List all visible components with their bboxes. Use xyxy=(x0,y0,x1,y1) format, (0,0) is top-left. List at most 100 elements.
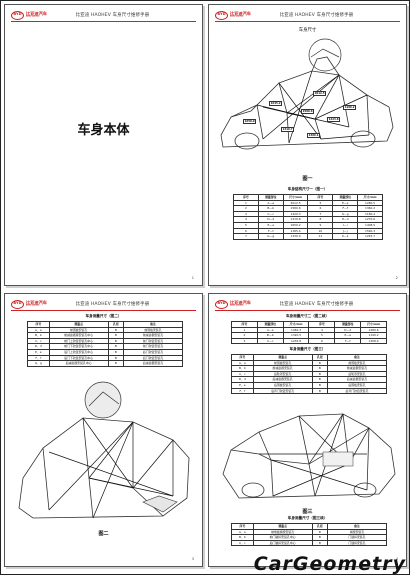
table-cell: G、g xyxy=(27,360,50,367)
table-title: 车身测量尺寸（图三） xyxy=(289,347,326,351)
table-cell: 备注 xyxy=(123,321,183,328)
byd-logo: BYD 比亚迪汽车 BYD AUTO xyxy=(11,299,47,309)
logo-chinese-text: 比亚迪汽车 xyxy=(26,299,47,305)
table-title: 车身结构尺寸一（图一） xyxy=(287,187,328,191)
table-cell: 尺寸/mm xyxy=(360,321,387,328)
page-header: BYD 比亚迪汽车 BYD AUTO 比亚迪 HAOHEV 车身尺寸维修手册 xyxy=(215,9,400,22)
byd-logo: BYD 比亚迪汽车 BYD AUTO xyxy=(11,10,47,20)
table-cell: 前门铰链安装孔 xyxy=(123,337,183,345)
page-4-thumbnail[interactable]: BYD 比亚迪汽车 BYD AUTO 比亚迪 HAOHEV 车身尺寸维修手册 车… xyxy=(208,293,407,567)
dimension-label: 2012.5 xyxy=(313,91,327,96)
document-title: 比亚迪 HAOHEV 车身尺寸维修手册 xyxy=(75,13,150,18)
table-cell: G—g xyxy=(257,233,284,240)
table-cell: 后减震器安装孔 xyxy=(252,376,313,383)
dimension-label: 1580.6 xyxy=(301,109,315,114)
table-cell: 前围板安装孔 xyxy=(123,326,183,334)
table-cell: 6 xyxy=(308,337,336,345)
byd-logo: BYD 比亚迪汽车 BYD AUTO xyxy=(215,299,251,309)
car-body-rear-side-drawing xyxy=(13,378,195,528)
document-title: 比亚迪 HAOHEV 车身尺寸维修手册 xyxy=(279,302,354,307)
table-cell: B xyxy=(107,360,125,367)
logo-chinese-text: 比亚迪汽车 xyxy=(230,299,251,305)
table-header-row: 序号测量点孔径备注 xyxy=(231,354,387,361)
table-cell: 前减震器安装孔 xyxy=(123,332,183,339)
table-cell: 1245.7 xyxy=(357,233,383,240)
table-cell: 前门铰链安装孔 xyxy=(123,343,183,350)
table-cell: 前减震器座安装孔中心 xyxy=(48,332,109,339)
table-cell: 备注 xyxy=(327,354,387,361)
table-cell: 前门上铰链安装孔中心 xyxy=(48,337,109,345)
table-cell: 前减震器安装孔 xyxy=(327,365,387,372)
page-header: BYD 比亚迪汽车 BYD AUTO 比亚迪 HAOHEV 车身尺寸维修手册 xyxy=(11,298,196,311)
table-title: 车身测量尺寸（图三续） xyxy=(287,516,328,520)
page-number: 4 xyxy=(395,557,398,561)
table-cell: 后背门铰链安装孔 xyxy=(252,387,313,395)
page-1-thumbnail[interactable]: BYD 比亚迪汽车 BYD AUTO 比亚迪 HAOHEV 车身尺寸维修手册 车… xyxy=(4,4,203,286)
table-cell: 后门铰链安装孔 xyxy=(123,349,183,356)
table-cell: 1280.6 xyxy=(360,326,387,334)
logo-english-text: BYD AUTO xyxy=(26,303,40,307)
cargeometry-watermark: CarGeometry xyxy=(253,553,406,575)
document-title: 比亚迪 HAOHEV 车身尺寸维修手册 xyxy=(279,13,354,18)
table-cell: 前门下铰链安装孔中心 xyxy=(48,343,109,350)
table-cell: 前围板安装孔 xyxy=(252,359,313,367)
table-cell: 后轮罩安装孔 xyxy=(252,370,313,378)
logo-chinese-text: 比亚迪汽车 xyxy=(26,10,47,16)
byd-logo-mark: BYD xyxy=(215,299,228,309)
table-cell: 后门铰链安装孔 xyxy=(123,354,183,362)
dimension-label: 1366.1 xyxy=(307,133,321,138)
logo-english-text: BYD AUTO xyxy=(230,14,244,18)
page-3-thumbnail[interactable]: BYD 比亚迪汽车 BYD AUTO 比亚迪 HAOHEV 车身尺寸维修手册 车… xyxy=(4,293,203,567)
table-cell: 测量点 xyxy=(252,354,313,361)
table-cell: 1235.8 xyxy=(282,337,310,345)
dimension-label: 1423.8 xyxy=(327,117,341,122)
car-body-3d-drawing xyxy=(219,394,399,506)
table-title: 车身测量尺寸二（图二续） xyxy=(285,314,330,318)
dimension-label: 1186.2 xyxy=(343,105,357,110)
table-cell: 后围板安装孔 xyxy=(327,382,387,389)
dimension-label: 1645.2 xyxy=(269,101,283,106)
table-cell: C—c xyxy=(256,337,284,345)
table-cell: K—k xyxy=(332,233,359,240)
table-cell: B xyxy=(311,539,329,547)
table-cell: 前围板安装孔 xyxy=(327,359,387,367)
table-cell: 前围板安装孔 xyxy=(48,326,109,334)
page-2-thumbnail[interactable]: BYD 比亚迪汽车 BYD AUTO 比亚迪 HAOHEV 车身尺寸维修手册 车… xyxy=(208,4,407,286)
byd-logo-mark: BYD xyxy=(11,10,24,20)
table-cell: B xyxy=(311,387,329,395)
car-body-side-drawing: 2012.5 1645.2 1580.6 1423.8 1310.7 1186.… xyxy=(217,35,399,170)
dimension-label: 1310.7 xyxy=(281,127,295,132)
table-cell: 后门上铰链安装孔中心 xyxy=(48,349,109,356)
figure-caption: 图三 xyxy=(302,509,313,515)
table-cell: 后减震器安装孔中心 xyxy=(48,360,109,367)
table-cell: 1308.4 xyxy=(360,337,387,345)
table-cell: 1190.2 xyxy=(360,332,387,339)
logo-chinese-text: 比亚迪汽车 xyxy=(230,10,251,16)
section-title: 车身尺寸 xyxy=(298,28,317,33)
table-cell: 后减震器安装孔 xyxy=(327,376,387,383)
table-cell: 前减震器安装孔 xyxy=(252,365,313,372)
logo-english-text: BYD AUTO xyxy=(230,303,244,307)
table-cell: 1330.0 xyxy=(282,233,309,240)
table-cell: F、f xyxy=(231,387,254,395)
table-header-row: 序号测量点孔径备注 xyxy=(27,321,183,328)
table-cell: 后门锁扣安装孔中心 xyxy=(252,539,313,547)
